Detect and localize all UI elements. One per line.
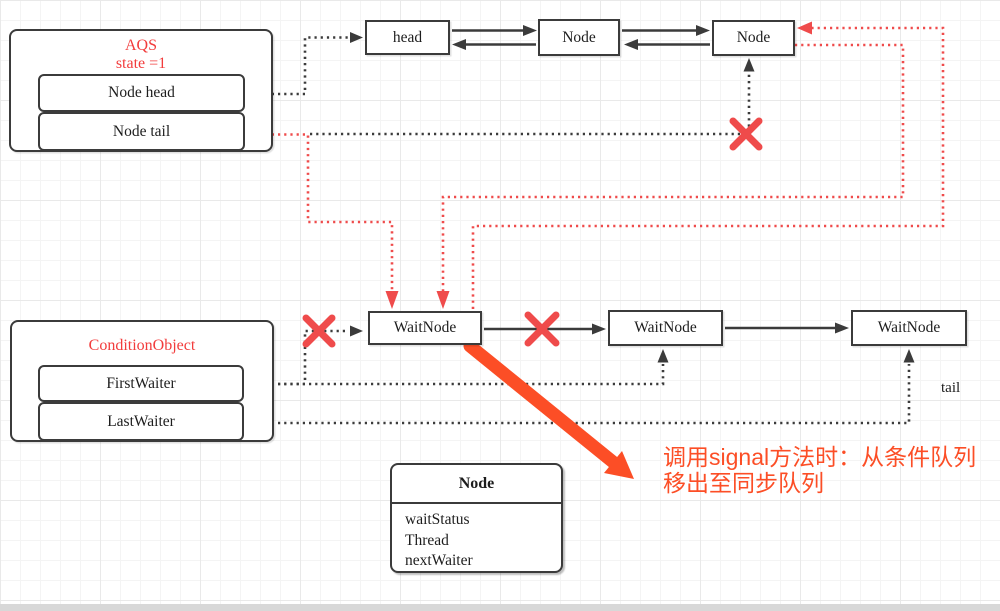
condition-queue-waitnode-2: WaitNode [608,310,723,346]
severed-link-x-top [729,117,763,151]
node-class-field-waitstatus: waitStatus [405,511,470,528]
node-class-title: Node [392,465,561,504]
signal-annotation-line1: 调用signal方法时：从条件队列 [663,444,977,470]
tail-new-path-line [247,133,394,292]
node3-to-waitnode-path-line [441,43,905,292]
node-class-field-thread: Thread [405,531,449,549]
condition-queue-waitnode-3: WaitNode [851,310,967,346]
aqs-state-label: state =1 [115,55,167,72]
condition-queue-waitnode-1: WaitNode [368,311,482,345]
signal-annotation-text: 调用signal方法时：从条件队列 移出至同步队列 [663,444,976,496]
sync-queue-head-node: head [365,20,450,55]
red-arrowheads [385,21,812,309]
lastwaiter-pointer-line [247,364,911,425]
aqs-title: AQS [124,37,157,54]
sync-queue-links [452,29,835,331]
aqs-node-head-field: Node head [38,74,245,112]
aqs-tail-old-pointer-line [310,73,751,136]
sync-queue-node-3: Node [712,20,795,56]
signal-annotation-arrow [463,339,634,479]
firstwaiter-new-pointer-line [247,364,665,386]
tail-label: tail [941,380,961,396]
last-waiter-field: LastWaiter [38,402,244,441]
aqs-node-tail-field: Node tail [38,112,245,151]
canvas-edge-bar [0,604,1000,611]
signal-annotation-line2: 移出至同步队列 [663,470,824,496]
severed-link-x-waitnodes [524,311,560,347]
first-waiter-field: FirstWaiter [38,365,244,402]
condition-object-box: ConditionObject FirstWaiter LastWaiter [10,320,274,442]
sync-queue-arrowheads [452,25,849,335]
severed-link-x-firstwaiter [302,314,336,348]
node-class-field-nextwaiter: nextWaiter [405,552,473,569]
sync-queue-node-2: Node [538,19,620,56]
aqs-box: AQS state =1 Node head Node tail [9,29,273,152]
condition-object-title: ConditionObject [88,337,196,354]
aqs-head-pointer-line [247,36,349,96]
black-dotted-arrowheads [350,32,915,363]
node-class-box: Node waitStatus Thread nextWaiter [390,463,563,573]
waitnode-to-node3-path-line [471,26,945,309]
